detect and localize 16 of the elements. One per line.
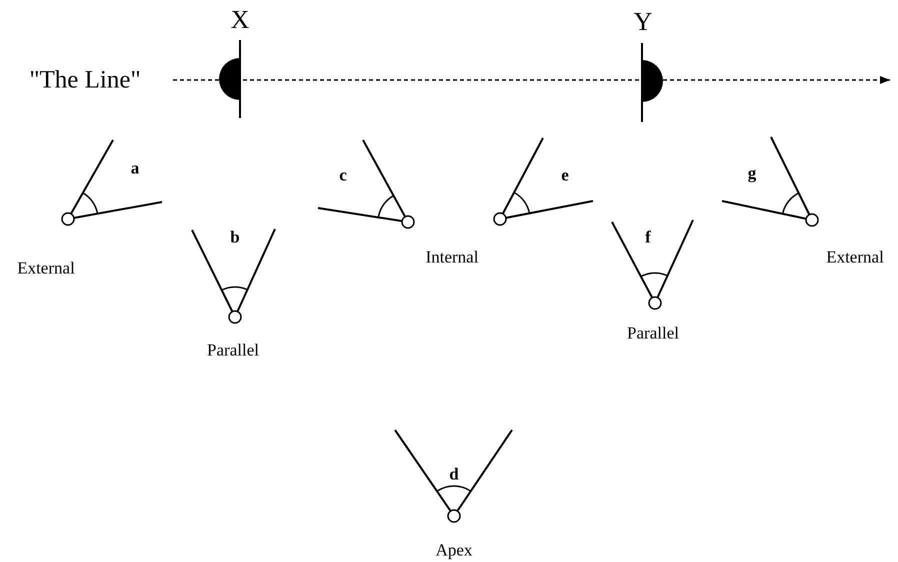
angle-letter: e bbox=[561, 166, 569, 184]
angle-type-label: Parallel bbox=[627, 324, 679, 342]
line-label: "The Line" bbox=[29, 68, 141, 92]
marker-label: X bbox=[230, 7, 250, 33]
angle-letter: c bbox=[339, 166, 347, 184]
angle-letter: f bbox=[645, 228, 651, 246]
angle-type-label: External bbox=[826, 248, 884, 266]
angle-letter: a bbox=[130, 160, 140, 176]
angle-type-label: Internal bbox=[426, 248, 478, 266]
angle-type-label: Parallel bbox=[207, 342, 259, 358]
marker-label: Y bbox=[634, 9, 652, 35]
angle-letter: d bbox=[449, 466, 459, 482]
angle-type-label: Apex bbox=[436, 542, 472, 558]
angle-type-label: External bbox=[17, 260, 75, 276]
angle-letter: b bbox=[230, 228, 240, 246]
angle-letter: g bbox=[748, 164, 756, 182]
